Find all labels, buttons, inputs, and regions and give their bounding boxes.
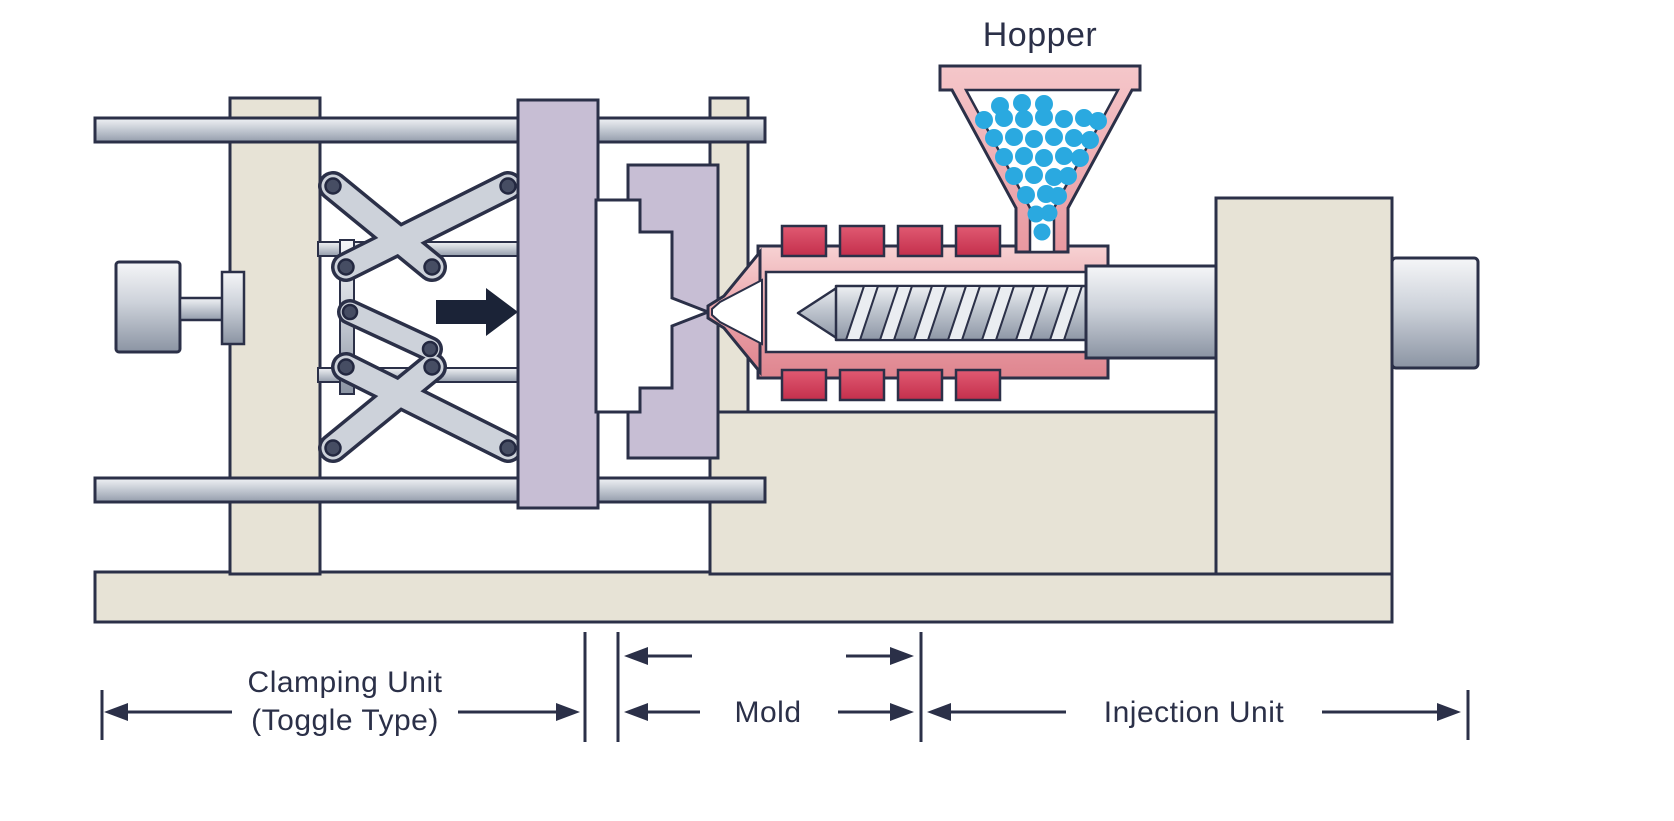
clamping-unit-label-line2: (Toggle Type) — [251, 704, 439, 737]
heater-band — [838, 224, 886, 258]
heater-band — [780, 368, 828, 402]
heater-band — [838, 368, 886, 402]
toggle-mechanism — [318, 171, 523, 463]
tie-bars — [93, 116, 767, 504]
base-slab — [93, 570, 1394, 624]
drive-cylinder — [1390, 256, 1480, 370]
heater-bands — [780, 224, 1002, 402]
hopper-label: Hopper — [983, 16, 1098, 54]
screw-flights — [845, 285, 1083, 341]
heater-band — [896, 368, 944, 402]
toggle-pins — [324, 177, 517, 457]
injection-support-block — [708, 410, 1218, 576]
heater-band — [780, 224, 828, 258]
heater-band — [954, 368, 1002, 402]
hydraulic-cylinder — [114, 260, 246, 354]
cylinder-body — [114, 260, 182, 354]
mold-label: Mold — [734, 696, 801, 729]
clamping-unit-label-line1: Clamping Unit — [248, 666, 443, 699]
clamp-direction-arrow — [436, 288, 518, 336]
heater-band — [896, 224, 944, 258]
tie-bar-top — [93, 116, 767, 144]
machine-base — [93, 96, 1394, 624]
tie-bar-bottom — [93, 476, 767, 504]
hopper: Hopper — [938, 16, 1142, 254]
plastic-pellets — [975, 94, 1107, 241]
section-labels: Clamping Unit (Toggle Type) Mold Injecti… — [248, 666, 1285, 737]
dimension-mold-upper — [624, 647, 914, 665]
rod-flange — [220, 270, 246, 346]
heater-band — [954, 224, 1002, 258]
injection-unit-label: Injection Unit — [1104, 696, 1285, 729]
moving-platen — [516, 98, 600, 510]
dimension-clamping — [104, 703, 580, 721]
injection-ram — [1084, 264, 1226, 360]
dimension-mold — [624, 703, 914, 721]
nozzle-channel — [711, 278, 763, 346]
toggle-links — [318, 171, 523, 463]
injection-screw — [796, 284, 1090, 342]
mold-core — [594, 198, 713, 414]
dimension-injection — [927, 703, 1461, 721]
dimension-annotations — [100, 632, 1470, 742]
injection-housing — [1214, 196, 1394, 576]
